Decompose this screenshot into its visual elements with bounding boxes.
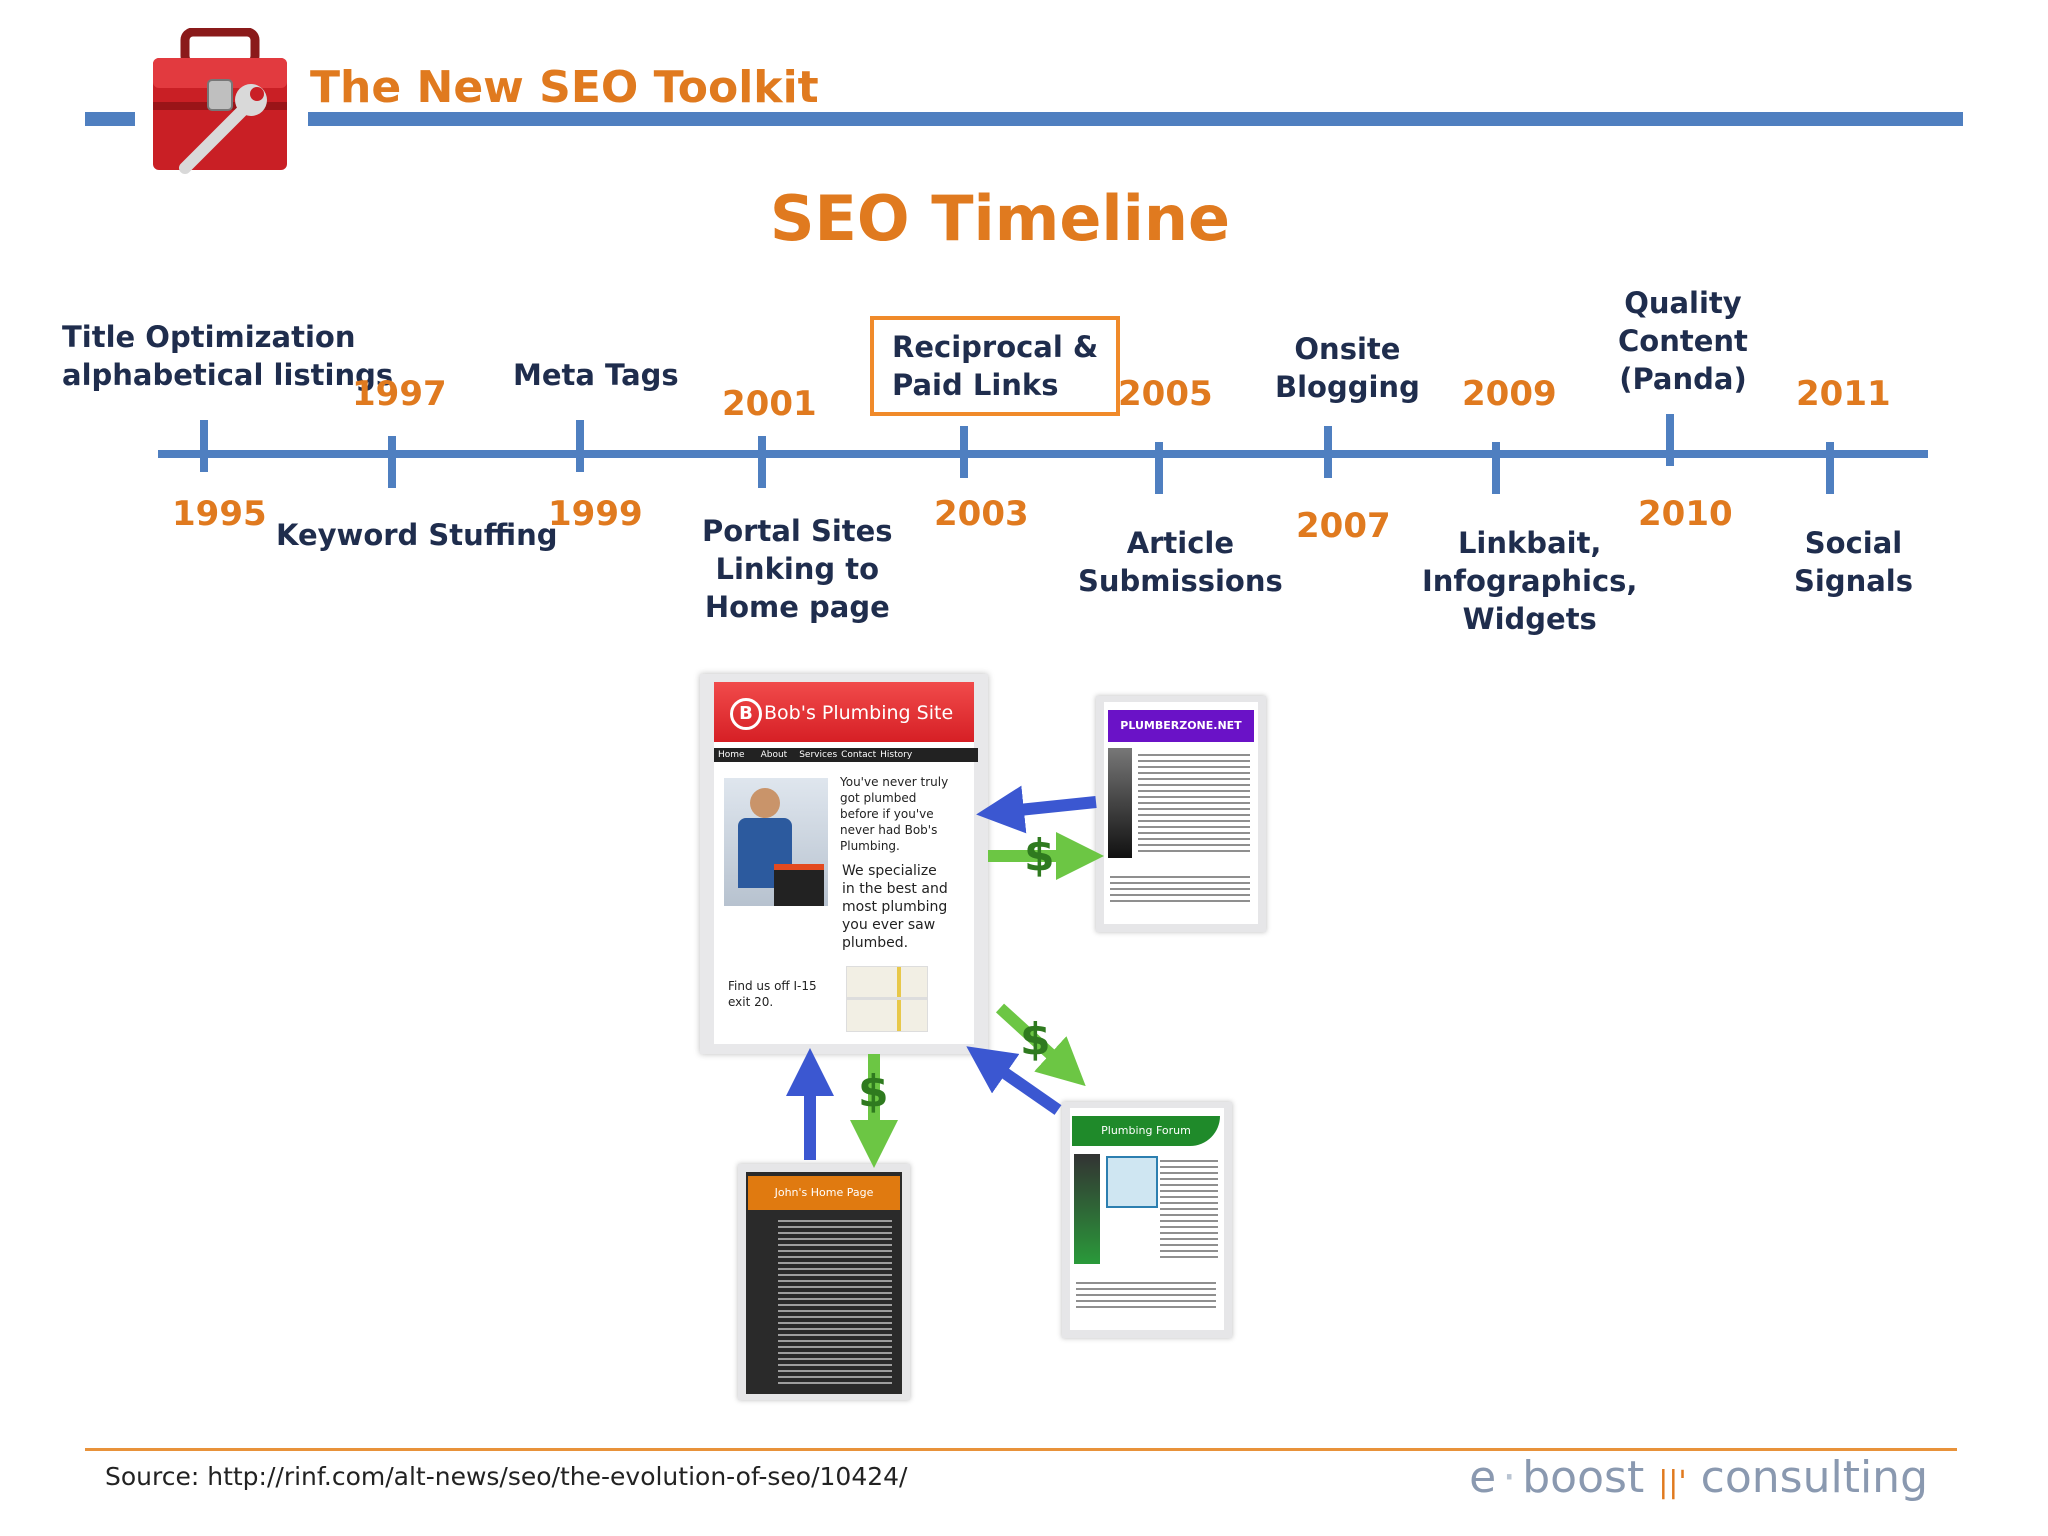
- plumberzone-header: PLUMBERZONE.NET: [1108, 710, 1254, 742]
- johns-header: John's Home Page: [748, 1176, 900, 1210]
- tick-2011: [1826, 442, 1834, 494]
- label-keyword-stuffing: Keyword Stuffing: [276, 518, 558, 552]
- year-2001: 2001: [722, 384, 817, 424]
- forum-footer-text: [1076, 1278, 1216, 1308]
- main-site-title: Bob's Plumbing Site: [764, 702, 954, 724]
- logo-bars-icon: ||': [1658, 1465, 1687, 1500]
- tick-1995: [200, 420, 208, 472]
- year-2011: 2011: [1796, 374, 1891, 414]
- footer-rule: [85, 1448, 1957, 1451]
- tick-2001: [758, 436, 766, 488]
- forum-header: Plumbing Forum: [1072, 1116, 1220, 1146]
- tick-2009: [1492, 442, 1500, 494]
- nav-home: Home: [718, 750, 745, 760]
- main-site-header: B Bob's Plumbing Site: [714, 682, 974, 742]
- year-2005: 2005: [1118, 374, 1213, 414]
- plumberzone-text: [1138, 750, 1250, 856]
- main-site-logo: B: [730, 698, 762, 730]
- main-site-nav: Home About Services Contact History: [714, 748, 978, 762]
- label-linkbait: Linkbait,Infographics,Widgets: [1422, 526, 1638, 636]
- johns-text: [778, 1216, 892, 1386]
- map-thumbnail: [846, 966, 928, 1032]
- year-2009: 2009: [1462, 374, 1557, 414]
- dollar-sign-2: $: [858, 1066, 889, 1117]
- header-bar: [308, 112, 1963, 126]
- tick-2005: [1155, 442, 1163, 494]
- header-title: The New SEO Toolkit: [310, 62, 819, 113]
- plumberzone-footer-text: [1110, 872, 1250, 902]
- plumber-photo: [724, 778, 828, 906]
- dollar-sign-3: $: [1020, 1014, 1051, 1065]
- nav-services: Services: [799, 750, 838, 760]
- nav-contact: Contact: [841, 750, 877, 760]
- header-bar-left: [85, 112, 135, 126]
- tick-1997: [388, 436, 396, 488]
- tick-1999: [576, 420, 584, 472]
- tick-2007: [1324, 426, 1332, 478]
- year-2007: 2007: [1296, 506, 1391, 546]
- nav-about: About: [760, 750, 788, 760]
- year-2010: 2010: [1638, 494, 1733, 534]
- plumberzone-sidebar: [1108, 748, 1132, 858]
- eboost-logo: e·boost||'consulting: [1469, 1452, 1928, 1503]
- forum-card: Plumbing Forum: [1062, 1102, 1232, 1338]
- arrow-forum-to-main: [966, 1046, 1062, 1115]
- nav-history: History: [880, 750, 913, 760]
- johns-card: John's Home Page: [738, 1164, 910, 1400]
- tick-2010: [1666, 414, 1674, 466]
- forum-infographic: [1106, 1156, 1158, 1208]
- year-1995: 1995: [172, 494, 267, 534]
- plumber-figure: [750, 788, 780, 818]
- year-2003: 2003: [934, 494, 1029, 534]
- plumberzone-card: PLUMBERZONE.NET: [1096, 696, 1266, 932]
- year-1999: 1999: [548, 494, 643, 534]
- arrow-plumberzone-to-main: [976, 785, 1097, 834]
- timeline-axis: [158, 450, 1928, 458]
- map-road-2: [847, 997, 927, 1000]
- forum-sidebar: [1074, 1154, 1100, 1264]
- year-1997: 1997: [352, 374, 447, 414]
- arrow-main-to-forum: [995, 1003, 1086, 1087]
- source-citation: Source: http://rinf.com/alt-news/seo/the…: [105, 1462, 908, 1491]
- tick-2003: [960, 426, 968, 478]
- page-title: SEO Timeline: [769, 182, 1231, 255]
- main-site-card: B Bob's Plumbing Site Home About Service…: [700, 674, 988, 1054]
- label-reciprocal-paid-links: Reciprocal &Paid Links: [870, 316, 1121, 416]
- forum-text: [1160, 1156, 1218, 1262]
- tool-bag: [774, 864, 824, 906]
- toolbox-icon: [153, 28, 287, 174]
- dollar-sign-1: $: [1024, 830, 1055, 881]
- label-meta-tags: Meta Tags: [513, 358, 679, 392]
